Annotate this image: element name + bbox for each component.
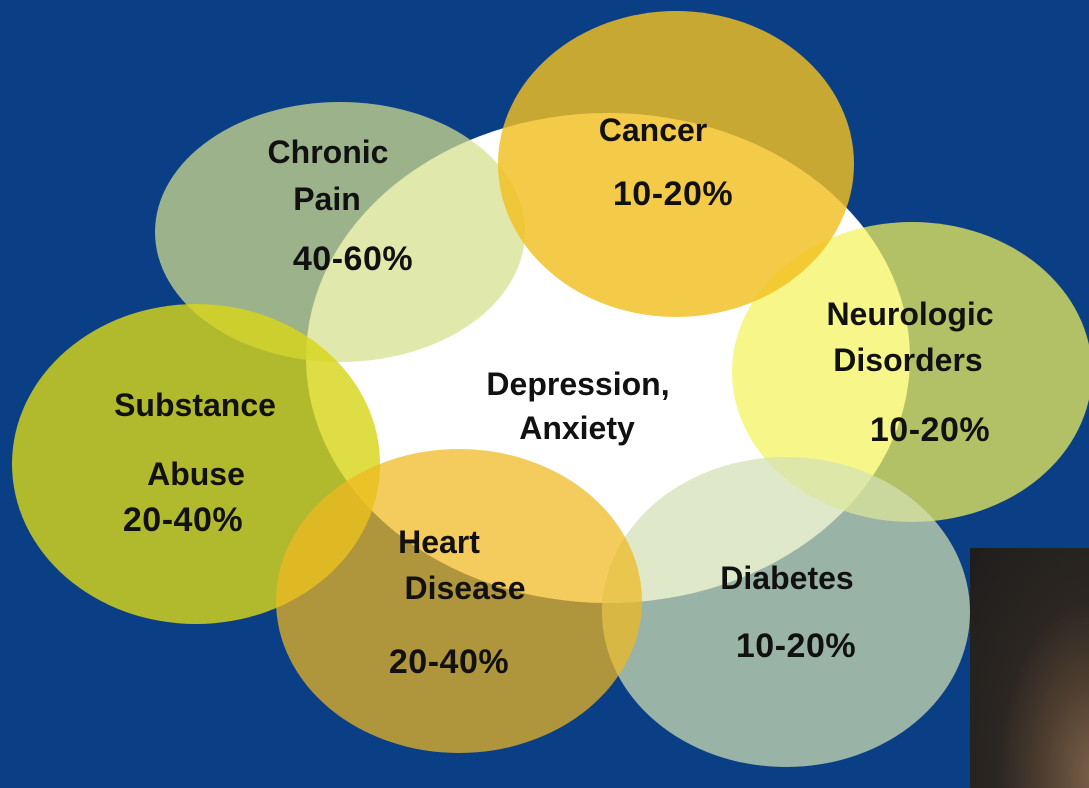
chronic-pain-circle: [155, 102, 525, 362]
center-label-line1: Depression,: [486, 366, 670, 402]
cancer-percent: 10-20%: [612, 175, 734, 213]
substance-percent: 20-40%: [122, 501, 244, 539]
substance-label-line2: Abuse: [147, 456, 245, 492]
neurologic-circle: [732, 222, 1089, 522]
diabetes-circle: [602, 457, 970, 767]
heart-label-line1: Heart: [398, 524, 480, 560]
neurologic-percent: 10-20%: [869, 411, 991, 449]
heart-label-line2: Disease: [404, 570, 526, 606]
diabetes-percent: 10-20%: [735, 627, 857, 665]
center-label-line2: Anxiety: [519, 410, 635, 446]
neurologic-label-line2: Disorders: [833, 342, 983, 378]
presenter-video-thumbnail: [970, 548, 1089, 788]
neurologic-label-line1: Neurologic: [826, 296, 994, 332]
cancer-label: Cancer: [598, 112, 708, 148]
chronic-pain-label-line2: Pain: [293, 181, 361, 217]
cancer-circle: [498, 11, 854, 317]
chronic-pain-percent: 40-60%: [292, 240, 414, 278]
substance-label-line1: Substance: [114, 387, 276, 423]
heart-percent: 20-40%: [388, 643, 510, 681]
substance-abuse-circle: [12, 304, 380, 624]
heart-disease-circle: [276, 449, 642, 753]
diabetes-label: Diabetes: [720, 560, 854, 596]
chronic-pain-label-line1: Chronic: [267, 134, 389, 170]
